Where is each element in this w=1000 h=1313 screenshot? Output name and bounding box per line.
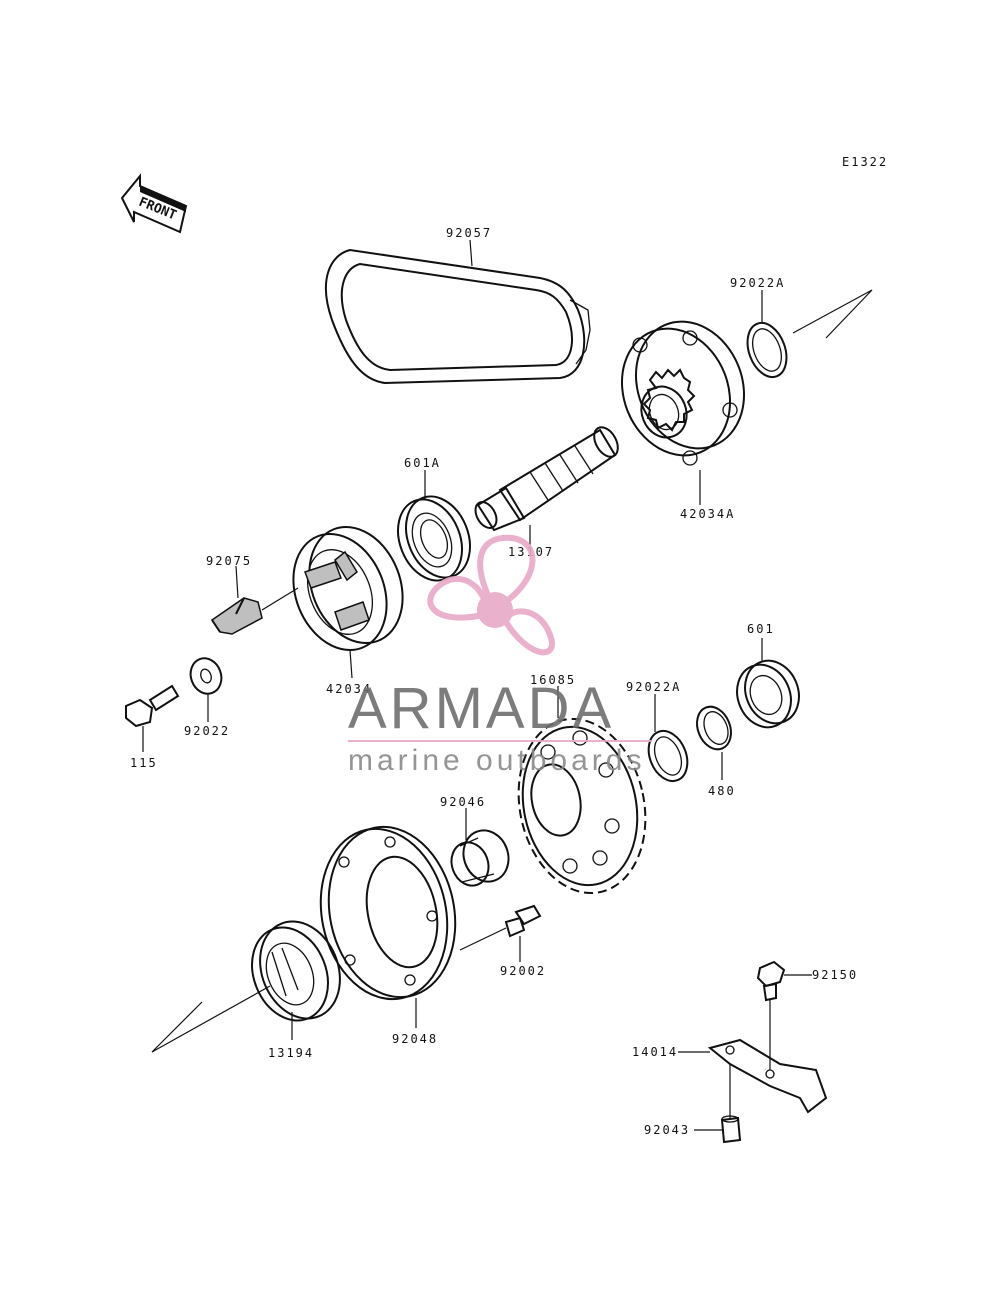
bracket-14014 — [707, 1038, 828, 1114]
clutch-13194 — [251, 920, 341, 1022]
shaft-13107 — [474, 426, 619, 532]
label-115: 115 — [130, 756, 158, 770]
needle-bearing-92046 — [450, 829, 510, 887]
bolt-92150 — [756, 960, 786, 1002]
collar-92043 — [720, 1115, 742, 1144]
watermark-brand: ARMADA — [348, 676, 614, 741]
washer-92022 — [189, 657, 223, 695]
front-arrow-icon: FRONT — [120, 173, 188, 234]
label-92075: 92075 — [206, 554, 252, 568]
bolt-115 — [125, 684, 180, 728]
watermark-tagline: marine outboards — [348, 744, 645, 777]
label-480: 480 — [708, 784, 736, 798]
label-42034A: 42034A — [680, 507, 735, 521]
sprocket-42034A — [620, 320, 746, 466]
label-92002: 92002 — [500, 964, 546, 978]
label-601: 601 — [747, 622, 775, 636]
label-16085: 16085 — [530, 673, 576, 687]
chain-92057 — [324, 248, 591, 385]
circlip-480 — [696, 705, 732, 751]
label-92057: 92057 — [446, 226, 492, 240]
gear-16085 — [517, 717, 647, 895]
bearing-601 — [736, 659, 800, 729]
label-601A: 601A — [404, 456, 441, 470]
label-92048: 92048 — [392, 1032, 438, 1046]
ring-92022A-top — [746, 321, 788, 379]
bearing-601A — [397, 495, 471, 582]
plate-92048 — [319, 825, 457, 1001]
rubber-92075 — [210, 597, 263, 635]
label-92150: 92150 — [812, 968, 858, 982]
propeller-icon — [427, 534, 555, 656]
armada-logo: ARMADA marine outboards — [348, 534, 652, 777]
bolt-92002 — [504, 904, 542, 938]
ring-92022A-mid — [647, 729, 689, 783]
label-92022A-top: 92022A — [730, 276, 785, 290]
label-13194: 13194 — [268, 1046, 314, 1060]
label-14014: 14014 — [632, 1045, 678, 1059]
label-92046: 92046 — [440, 795, 486, 809]
label-92043: 92043 — [644, 1123, 690, 1137]
diagram-code: E1322 — [842, 155, 888, 169]
damper-42034 — [292, 525, 404, 652]
label-92022A-mid: 92022A — [626, 680, 681, 694]
label-42034: 42034 — [326, 682, 372, 696]
label-92022: 92022 — [184, 724, 230, 738]
